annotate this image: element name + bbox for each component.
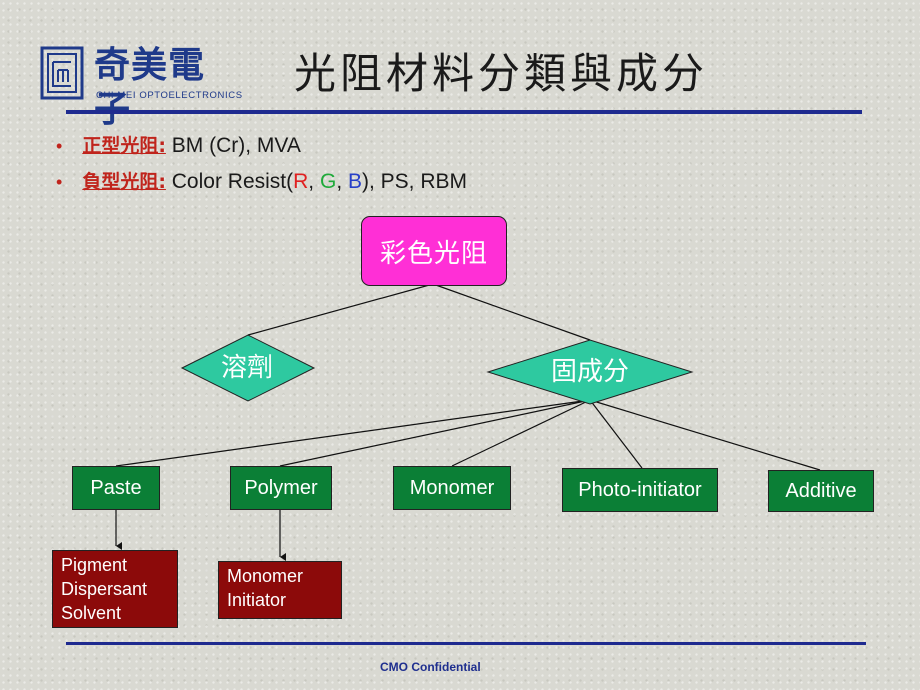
bullet-text-suffix: ), PS, RBM: [362, 170, 468, 193]
solid-content-node-label: 固成分: [550, 357, 629, 387]
color-resist-root-node: 彩色光阻: [361, 216, 507, 286]
color-r: R: [293, 170, 309, 193]
slide-title: 光阻材料分類與成分: [294, 49, 709, 98]
bullet-dot-icon: •: [56, 172, 63, 192]
footer-divider: [66, 642, 866, 645]
separator: ,: [308, 170, 320, 193]
bullet-text: BM (Cr), MVA: [165, 134, 301, 157]
paste-detail-item: Dispersant: [61, 579, 148, 599]
polymer-detail-item: Monomer: [227, 566, 304, 586]
cmo-logo-mark-icon: [40, 46, 84, 100]
bullet-positive-resist: • 正型光阻: BM (Cr), MVA: [56, 131, 301, 158]
company-logo: 奇美電子 CHI MEI OPTOELECTRONICS: [40, 44, 243, 130]
title-divider: [66, 110, 862, 114]
logo-english-name: CHI MEI OPTOELECTRONICS: [96, 90, 243, 101]
photo-initiator-node: Photo-initiator: [562, 468, 718, 512]
bullet-label: 負型光阻:: [82, 171, 166, 193]
paste-details-box: Pigment Dispersant Solvent: [52, 550, 178, 628]
bullet-dot-icon: •: [56, 136, 63, 156]
bullet-text-prefix: Color Resist(: [165, 170, 294, 193]
footer-confidential: CMO Confidential: [380, 660, 481, 674]
polymer-details-box: Monomer Initiator: [218, 561, 342, 619]
solvent-node-label: 溶劑: [220, 353, 273, 383]
paste-node: Paste: [72, 466, 160, 510]
polymer-node: Polymer: [230, 466, 332, 510]
separator: ,: [336, 170, 348, 193]
bullet-negative-resist: • 負型光阻: Color Resist(R, G, B), PS, RBM: [56, 167, 467, 194]
polymer-detail-item: Initiator: [227, 590, 287, 610]
solvent-diamond: [180, 334, 316, 402]
solid-diamond: [486, 339, 694, 405]
paste-detail-item: Pigment: [61, 555, 128, 575]
monomer-node: Monomer: [393, 466, 511, 510]
additive-node: Additive: [768, 470, 874, 512]
logo-chinese-name: 奇美電子: [94, 45, 206, 130]
color-b: B: [347, 170, 362, 193]
color-g: G: [319, 170, 337, 193]
bullet-label: 正型光阻:: [82, 135, 166, 157]
paste-detail-item: Solvent: [61, 603, 122, 623]
